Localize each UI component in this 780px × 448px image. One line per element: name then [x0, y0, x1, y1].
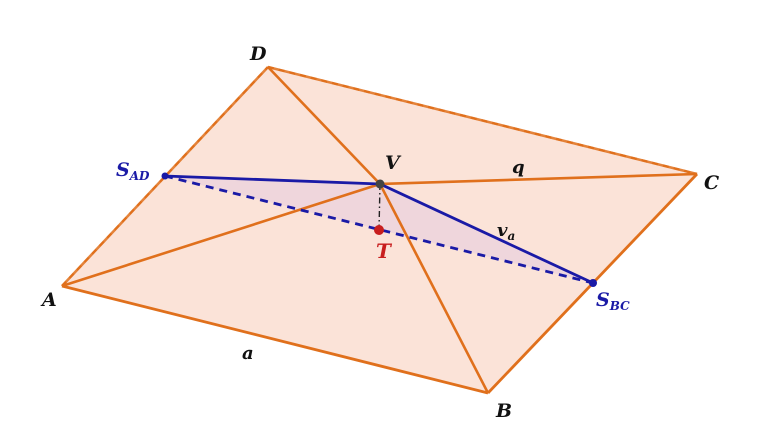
label-S-BC-base: S [596, 289, 610, 311]
point-T [374, 225, 384, 235]
label-C: C [704, 172, 719, 194]
edge-DC [267, 65, 698, 176]
point-S-AD [161, 172, 169, 180]
label-S-BC: SBC [596, 289, 630, 313]
edge-VB [378, 183, 490, 394]
label-S-AD-base: S [116, 159, 130, 181]
label-S-AD: SAD [116, 159, 150, 183]
apothem-V-SBC [379, 182, 594, 285]
label-S-BC-sub: BC [609, 299, 630, 313]
height-VT [378, 183, 381, 231]
label-V: V [385, 152, 402, 174]
apothem-V-SAD [164, 174, 381, 186]
label-va-sub: a [507, 229, 515, 243]
point-V [375, 179, 385, 189]
label-q: q [512, 157, 525, 178]
midline-SAD-SBC-dashed [164, 174, 594, 285]
label-a: a [242, 343, 254, 364]
label-S-AD-sub: AD [129, 169, 150, 183]
label-D: D [249, 43, 267, 65]
label-B: B [495, 400, 512, 422]
label-T: T [376, 239, 393, 263]
point-S-BC [589, 279, 597, 287]
label-va: va [497, 220, 515, 243]
edge-VA [61, 182, 381, 288]
edge-VD [267, 66, 381, 185]
label-va-base: v [497, 220, 508, 241]
edge-AB [61, 284, 489, 395]
label-A: A [40, 289, 57, 311]
edge-VC [379, 172, 698, 186]
